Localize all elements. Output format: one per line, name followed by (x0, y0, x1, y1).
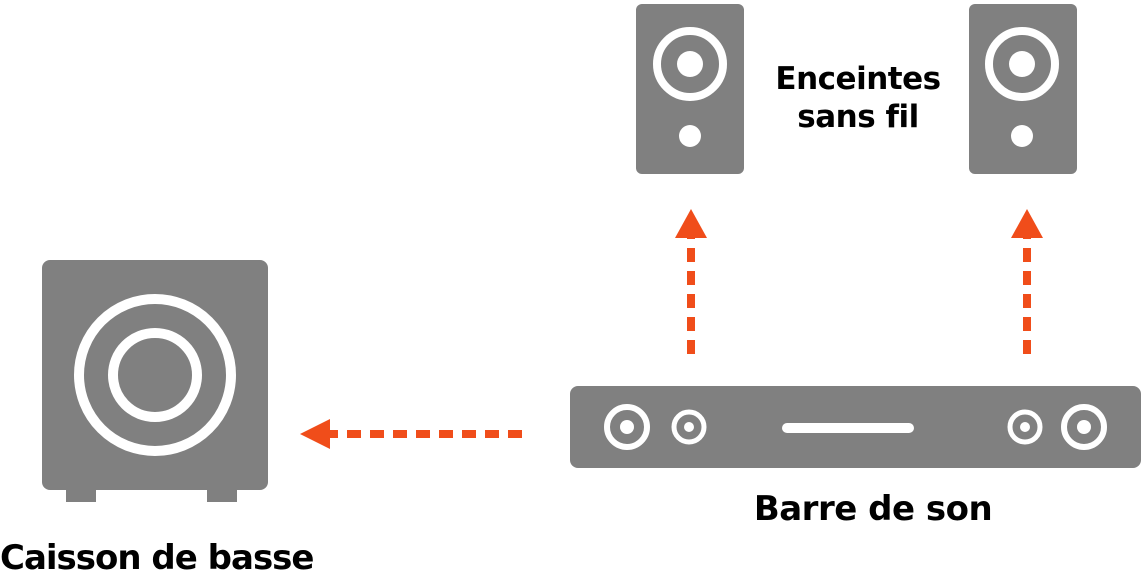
wireless-speakers-label: Enceintes sans fil (760, 60, 956, 136)
subwoofer-label: Caisson de basse (0, 538, 314, 578)
arrow-to-left-speaker-icon (675, 209, 707, 354)
soundbar-label: Barre de son (753, 489, 993, 529)
soundbar-icon (570, 386, 1141, 468)
arrow-to-subwoofer-icon (300, 419, 522, 449)
subwoofer-icon (42, 260, 268, 502)
wireless-speakers-label-line1: Enceintes (775, 61, 941, 97)
right-wireless-speaker-icon (969, 4, 1077, 174)
wireless-speakers-label-line2: sans fil (797, 99, 919, 135)
arrow-to-right-speaker-icon (1011, 209, 1043, 354)
left-wireless-speaker-icon (636, 4, 744, 174)
